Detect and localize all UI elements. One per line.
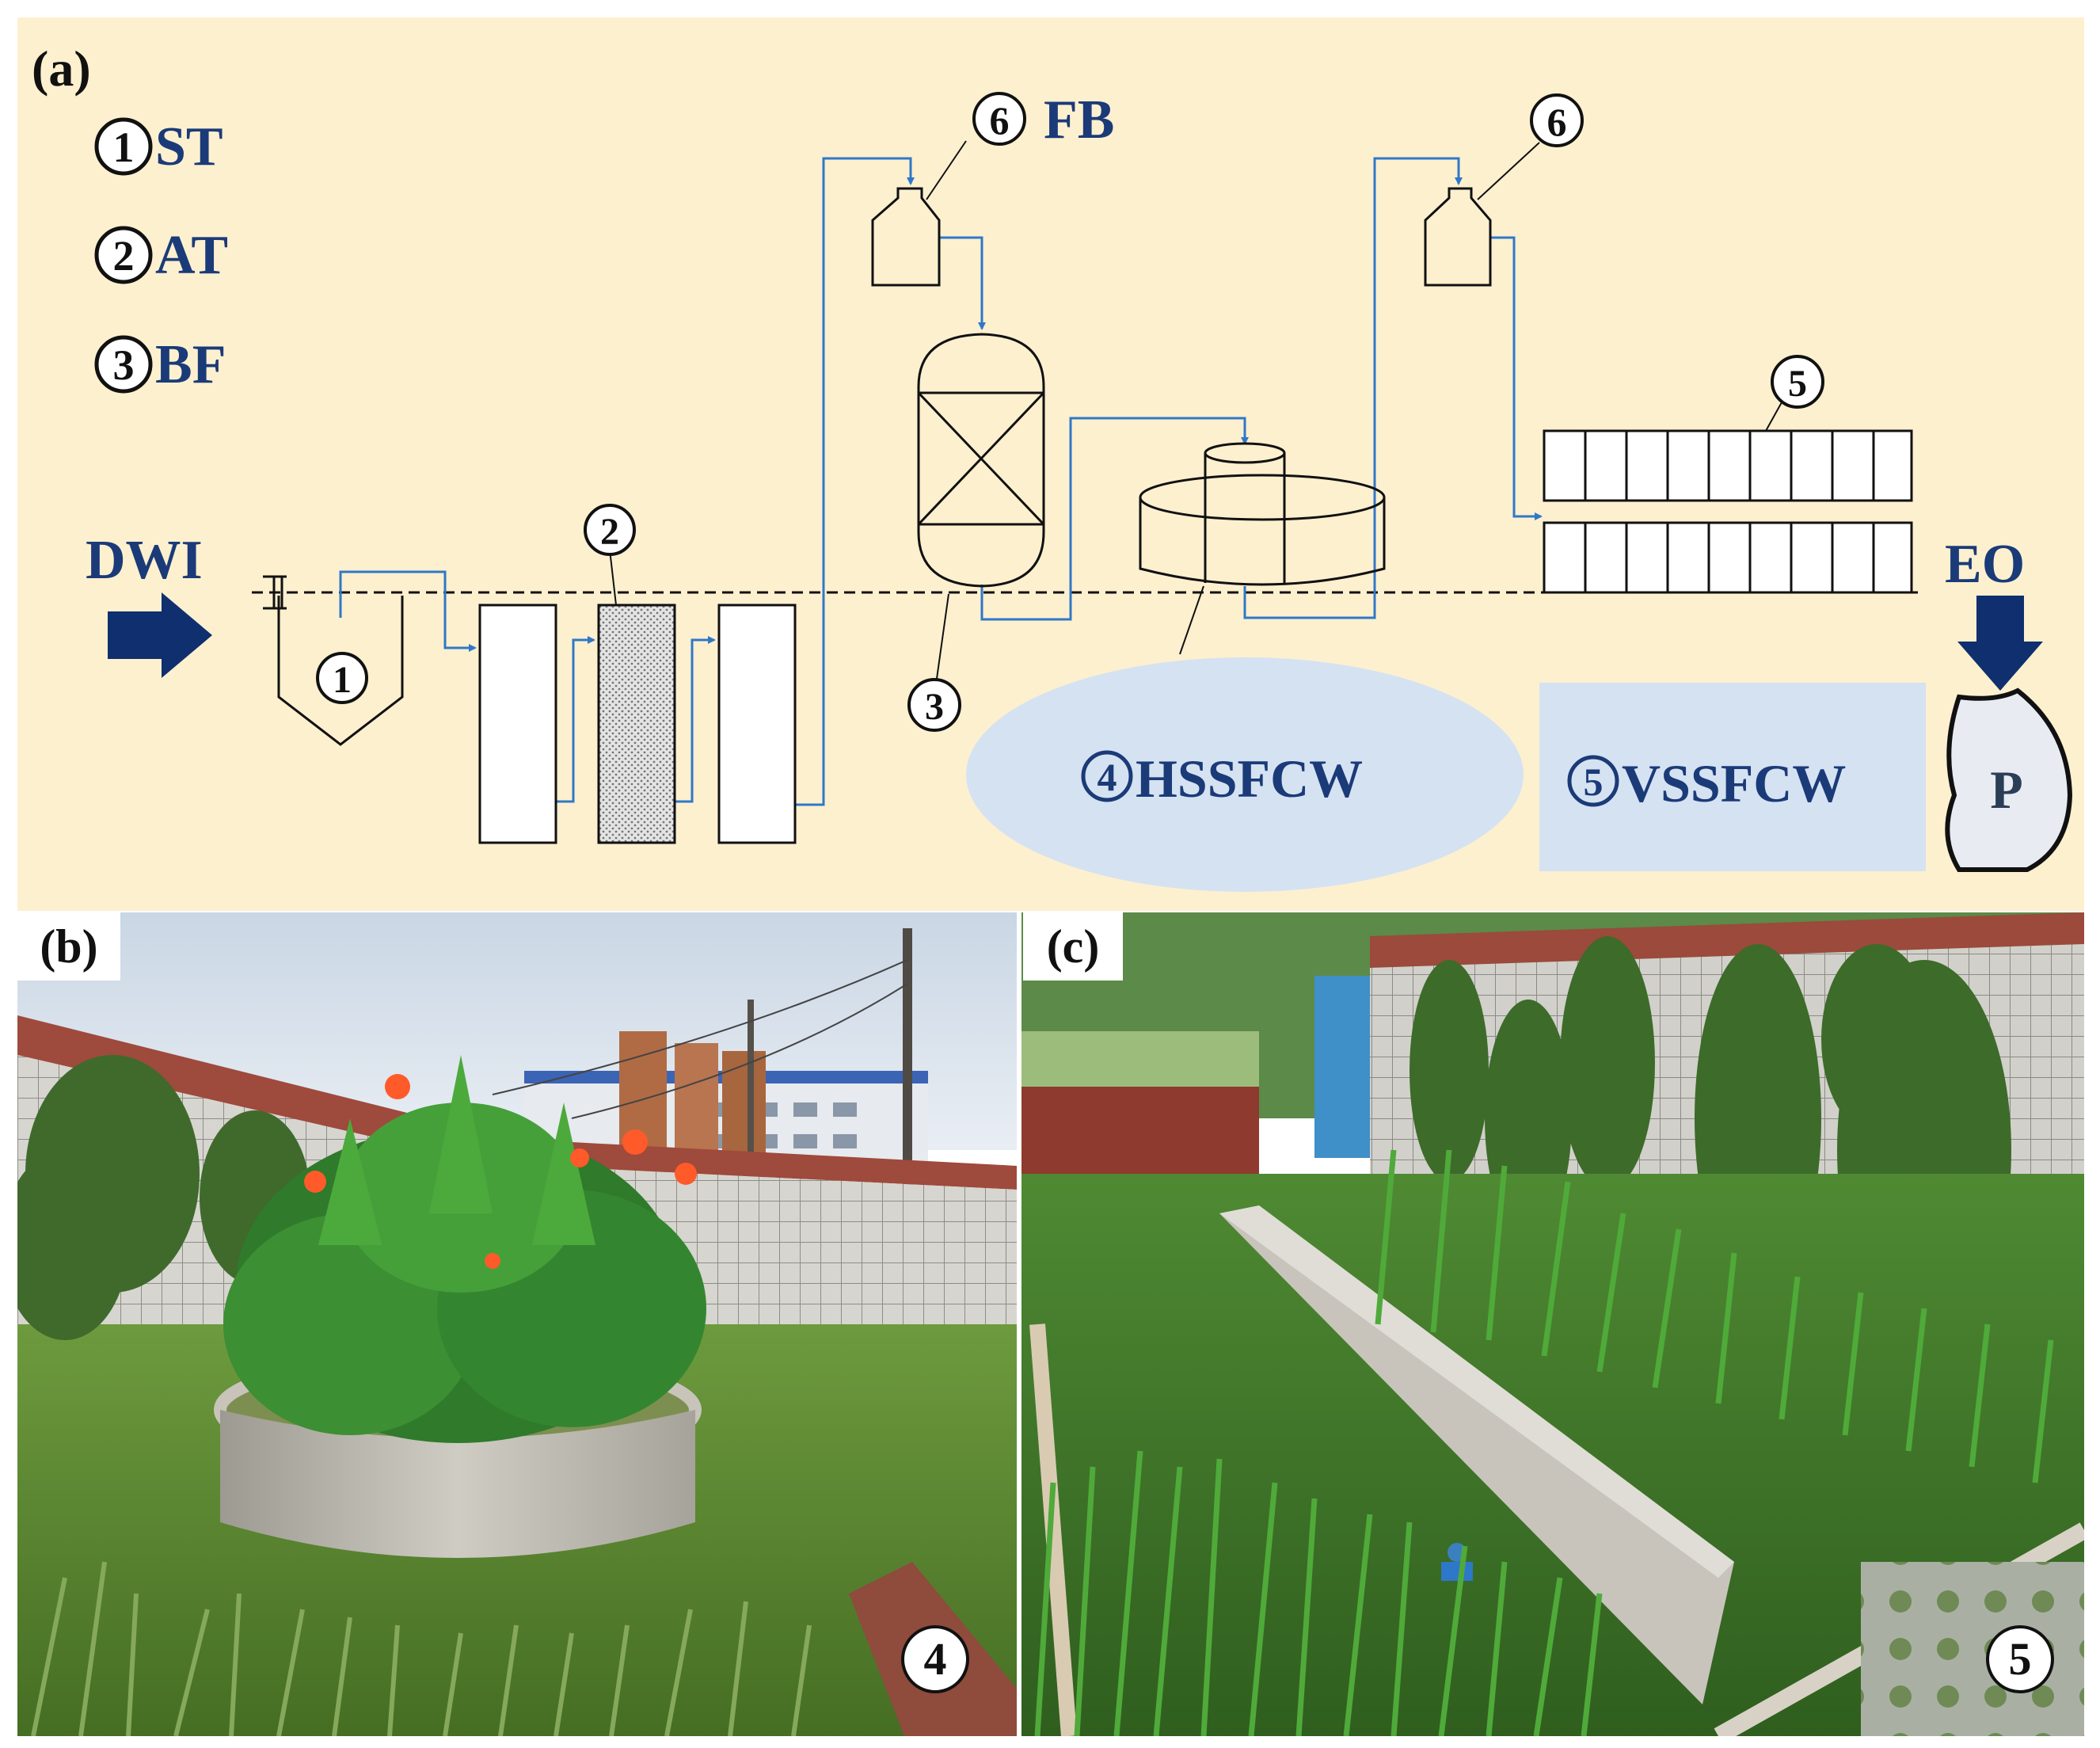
callout-fb-num: 6 — [990, 98, 1010, 143]
concrete-divider-wall — [1219, 1205, 1734, 1704]
foreground-grass — [31, 1561, 812, 1736]
pre-tank-1 — [478, 604, 557, 844]
power-lines — [492, 959, 908, 1119]
inlet-pipe-bracket — [263, 575, 287, 610]
flow-line-hssfcw-to-fb2 — [1243, 157, 1463, 619]
callout-1: 1 — [333, 659, 352, 701]
flow-line-tank-to-fb — [795, 157, 915, 806]
vssfcw-label: VSSFCW — [1622, 753, 1846, 813]
red-hedge — [1021, 1087, 1259, 1182]
legend-label-bf: BF — [155, 334, 226, 395]
callout-circle-3 — [907, 678, 961, 732]
legend-item-at: 2 AT — [94, 225, 228, 286]
water-meter — [1441, 1543, 1473, 1581]
legend-item-st: 1 ST — [94, 116, 223, 177]
callout-circle-2 — [584, 504, 636, 556]
flow-line-tank-to-at — [556, 636, 595, 803]
hssfcw-label: HSSFCW — [1136, 748, 1363, 809]
flow-line-bf-to-hssfcw — [980, 417, 1249, 621]
legend-item-bf: 3 BF — [94, 334, 226, 395]
concrete-divider-top — [1219, 1205, 1734, 1578]
fb-label: FB — [1044, 89, 1114, 150]
callout-fb2-num: 6 — [1547, 100, 1567, 144]
legend-num-circle-2 — [94, 226, 153, 284]
callout-3: 3 — [925, 686, 944, 728]
callout-leader-2 — [609, 549, 617, 606]
outlet-label: EO — [1945, 534, 2025, 595]
panel-a-tag: (a) — [32, 40, 91, 97]
blue-door — [1314, 976, 1370, 1158]
iris-plants — [1034, 1149, 2054, 1736]
settling-tank — [277, 596, 404, 746]
callout-circle-1 — [316, 652, 368, 704]
flow-bottle-1 — [871, 187, 941, 287]
panel-b-badge: 4 — [901, 1625, 969, 1693]
hssfcw-label-bg — [966, 657, 1524, 892]
vssfcw-num: 5 — [1584, 760, 1604, 804]
process-diagram: (a) 1 ST 2 AT 3 BF DWI — [17, 17, 2084, 911]
pond-shape — [1945, 687, 2073, 872]
callout-leader-5 — [1765, 402, 1782, 432]
legend-num-1: 1 — [113, 124, 135, 171]
inlet-arrow — [108, 592, 212, 678]
flow-line-fb-to-bf — [939, 236, 986, 330]
hssfcw-unit — [1139, 442, 1386, 586]
flow-line-at-to-tank — [675, 636, 716, 803]
callout-leader-hssfcw — [1179, 585, 1204, 655]
utility-pole — [903, 928, 912, 1229]
vssfcw-cells — [1543, 429, 1913, 594]
callout-circle-fb2 — [1530, 93, 1584, 147]
distant-field — [1021, 1031, 1259, 1095]
panel-b-tag: (b) — [17, 912, 120, 981]
hssfcw-num: 4 — [1098, 755, 1117, 799]
outlet-arrow — [1957, 596, 2043, 691]
wetland-ring-wall — [220, 1410, 695, 1558]
legend-num-circle-3 — [94, 335, 153, 394]
wall-roof-tiles — [1370, 912, 2084, 968]
pond-label: P — [1990, 760, 2023, 820]
legend-num-3: 3 — [113, 341, 135, 389]
panel-c-badge: 5 — [1986, 1625, 2054, 1693]
flow-line-st-to-tank — [339, 570, 477, 652]
vssfcw-num-circle — [1567, 755, 1619, 807]
panel-c-tag: (c) — [1023, 912, 1123, 981]
flow-bottle-2 — [1424, 187, 1492, 287]
canna-flowers — [304, 1074, 697, 1269]
callout-leader-fb — [926, 140, 967, 200]
photo-vssfcw — [1021, 912, 2084, 1736]
legend: 1 ST 2 AT 3 BF — [94, 116, 228, 395]
callout-leader-3 — [935, 593, 949, 685]
canna-plants — [223, 1055, 706, 1443]
legend-label-at: AT — [155, 225, 228, 286]
hssfcw-num-circle — [1081, 750, 1133, 802]
callout-5: 5 — [1788, 363, 1807, 405]
anaerobic-tank — [597, 604, 676, 844]
biofilter — [917, 333, 1045, 588]
callout-circle-5 — [1771, 355, 1824, 409]
callout-leader-fb2 — [1477, 142, 1540, 200]
legend-num-2: 2 — [113, 232, 135, 280]
biofilter-media — [917, 391, 1045, 526]
pipe-left — [1029, 1323, 1077, 1736]
photo-hssfcw — [17, 912, 1017, 1736]
inlet-label: DWI — [86, 530, 203, 591]
legend-num-circle-1 — [94, 117, 153, 176]
pre-tank-2 — [717, 604, 797, 844]
flow-line-fb2-to-vssfcw — [1490, 236, 1543, 520]
legend-label-st: ST — [155, 116, 223, 177]
callout-2: 2 — [600, 511, 619, 553]
callout-circle-fb — [972, 92, 1026, 146]
utility-pole-2 — [748, 1000, 754, 1205]
